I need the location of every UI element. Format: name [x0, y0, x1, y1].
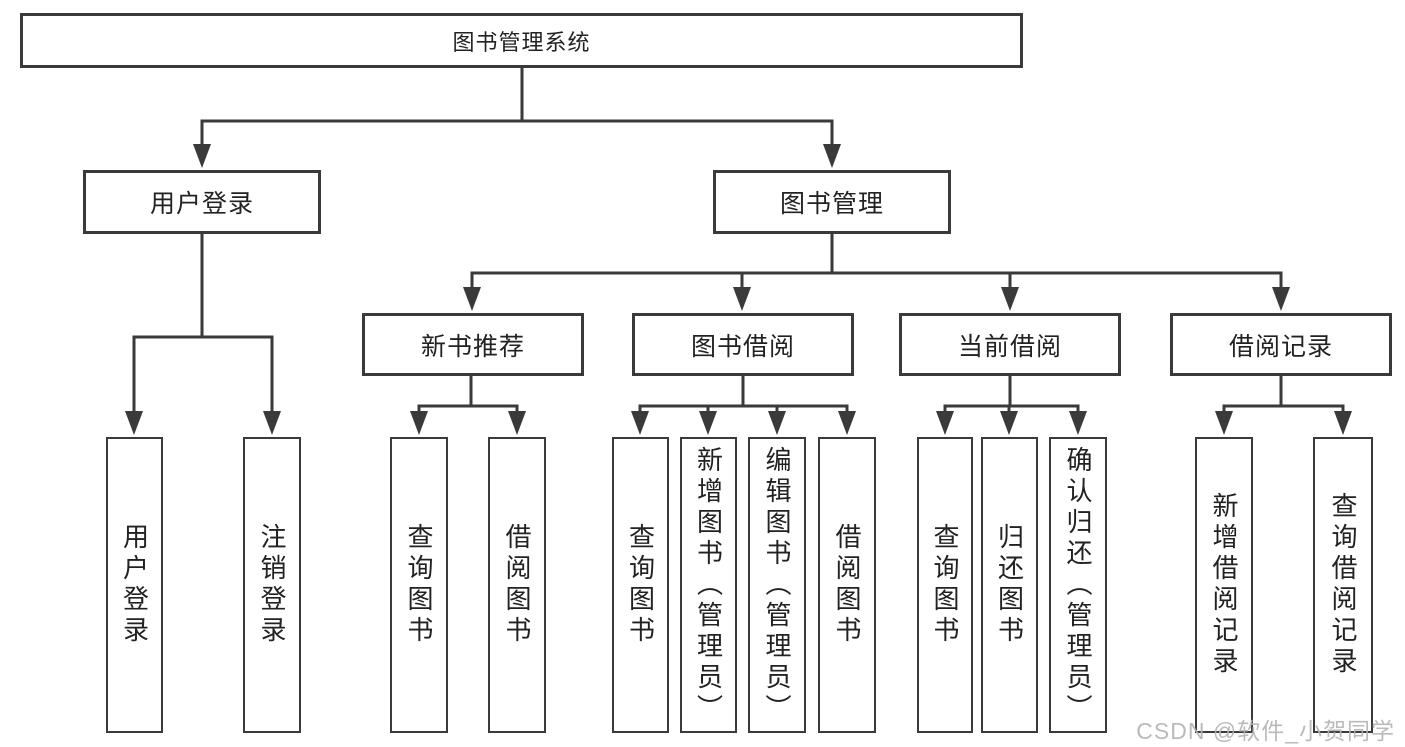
node-leaf-bb-add-book: 新增图书（管理员）	[680, 437, 737, 733]
arrow-head	[1000, 411, 1018, 435]
arrow-head	[1001, 287, 1019, 311]
node-leaf-cb-confirm-return: 确认归还（管理员）	[1049, 437, 1107, 733]
arrow-head	[823, 144, 841, 168]
node-label-leaf-br-query-record: 查询借阅记录	[1328, 492, 1358, 678]
node-label-current-borrow: 当前借阅	[957, 332, 1062, 361]
node-leaf-logout: 注销登录	[243, 437, 301, 733]
node-new-book-recommend: 新书推荐	[362, 313, 584, 376]
node-leaf-cb-query-book: 查询图书	[917, 437, 973, 733]
watermark-text: CSDN @软件_小贺同学	[1136, 718, 1395, 744]
node-current-borrow: 当前借阅	[899, 313, 1121, 376]
node-label-leaf-cb-confirm-return: 确认归还（管理员）	[1063, 445, 1093, 725]
node-leaf-user-login: 用户登录	[106, 437, 163, 733]
node-leaf-br-query-record: 查询借阅记录	[1313, 437, 1373, 733]
arrow-head	[1272, 287, 1290, 311]
node-leaf-bb-query-book: 查询图书	[612, 437, 669, 733]
node-root: 图书管理系统	[20, 13, 1023, 68]
node-leaf-nb-query-book: 查询图书	[390, 437, 448, 733]
arrow-head	[733, 287, 751, 311]
node-label-leaf-bb-borrow-book: 借阅图书	[832, 523, 862, 647]
node-label-leaf-bb-query-book: 查询图书	[625, 523, 656, 647]
node-user-login: 用户登录	[83, 170, 321, 234]
arrow-head	[1215, 411, 1233, 435]
arrow-head	[125, 411, 143, 435]
node-book-borrow: 图书借阅	[632, 313, 854, 376]
node-label-leaf-bb-add-book: 新增图书（管理员）	[693, 445, 724, 725]
arrow-head	[936, 411, 954, 435]
node-label-new-book-recommend: 新书推荐	[420, 332, 525, 361]
node-label-leaf-bb-edit-book: 编辑图书（管理员）	[762, 445, 792, 725]
node-book-mgmt: 图书管理	[713, 170, 951, 234]
arrow-head	[631, 411, 649, 435]
arrow-head	[699, 411, 717, 435]
arrow-head	[1334, 411, 1352, 435]
arrow-head	[463, 287, 481, 311]
node-label-user-login: 用户登录	[149, 190, 254, 218]
node-label-leaf-nb-query-book: 查询图书	[404, 523, 434, 647]
node-label-leaf-cb-return-book: 归还图书	[994, 523, 1025, 647]
arrow-head	[263, 411, 281, 435]
node-label-leaf-logout: 注销登录	[257, 523, 287, 647]
node-label-leaf-nb-borrow-book: 借阅图书	[502, 523, 532, 647]
node-leaf-nb-borrow-book: 借阅图书	[488, 437, 546, 733]
arrow-head	[838, 411, 856, 435]
node-label-book-borrow: 图书借阅	[690, 332, 795, 361]
node-label-book-mgmt: 图书管理	[779, 190, 884, 218]
node-leaf-cb-return-book: 归还图书	[981, 437, 1038, 733]
node-leaf-bb-borrow-book: 借阅图书	[818, 437, 876, 733]
node-leaf-bb-edit-book: 编辑图书（管理员）	[748, 437, 806, 733]
arrow-head	[193, 144, 211, 168]
node-label-leaf-user-login: 用户登录	[119, 523, 150, 647]
arrow-head	[1069, 411, 1087, 435]
node-label-root: 图书管理系统	[452, 29, 591, 55]
arrow-head	[410, 411, 428, 435]
arrow-head	[508, 411, 526, 435]
node-leaf-br-add-record: 新增借阅记录	[1195, 437, 1253, 733]
node-label-leaf-br-add-record: 新增借阅记录	[1209, 492, 1239, 678]
node-borrow-records: 借阅记录	[1170, 313, 1392, 376]
node-label-borrow-records: 借阅记录	[1228, 332, 1333, 361]
node-label-leaf-cb-query-book: 查询图书	[930, 523, 960, 647]
arrow-head	[768, 411, 786, 435]
